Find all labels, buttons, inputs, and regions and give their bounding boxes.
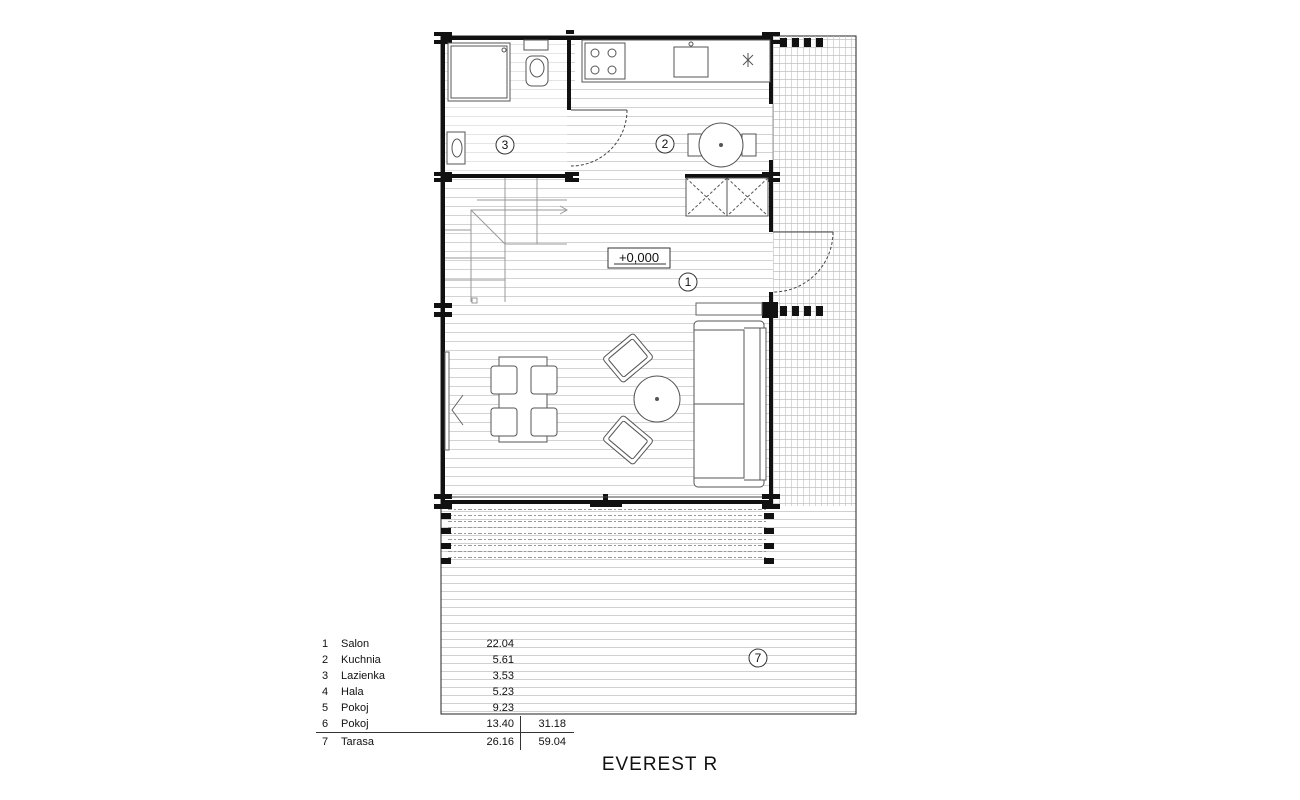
armchairs xyxy=(603,333,653,465)
toilet xyxy=(523,39,549,87)
kitchen-counter xyxy=(581,39,771,83)
kitchen-table xyxy=(687,122,757,168)
room-area: 5.61 xyxy=(492,654,514,666)
walls xyxy=(434,30,823,564)
shower-tray xyxy=(447,42,511,102)
staircase xyxy=(445,178,569,304)
room-number: 7 xyxy=(322,736,329,748)
table-separator-horizontal xyxy=(316,732,574,733)
room-number: 1 xyxy=(322,638,329,650)
room-subtotal: 59.04 xyxy=(538,736,566,748)
room-area: 5.23 xyxy=(492,686,514,698)
sofa xyxy=(693,320,767,488)
room-row: 2 Kuchnia 5.61 xyxy=(316,652,576,668)
wardrobe xyxy=(685,177,769,217)
room-row: 5 Pokoj 9.23 xyxy=(316,700,576,716)
room-number: 2 xyxy=(322,654,329,666)
room-number: 4 xyxy=(322,686,329,698)
room-area: 3.53 xyxy=(492,670,514,682)
room-name: Pokoj xyxy=(341,702,369,714)
room-name: Kuchnia xyxy=(341,654,381,666)
bathroom-sink xyxy=(446,131,466,165)
plan-title: EVEREST R xyxy=(601,754,719,775)
room-area: 26.16 xyxy=(486,736,514,748)
console-shelf xyxy=(695,302,763,316)
level-marker: +0,000 xyxy=(607,247,671,269)
room-area: 9.23 xyxy=(492,702,514,714)
room-marker-7: 7 xyxy=(755,651,762,665)
table-separator-vertical xyxy=(520,716,521,750)
room-number: 5 xyxy=(322,702,329,714)
room-row: 3 Lazienka 3.53 xyxy=(316,668,576,684)
entrance-steps xyxy=(447,506,767,562)
room-row: 4 Hala 5.23 xyxy=(316,684,576,700)
room-subtotal: 31.18 xyxy=(538,718,566,730)
room-area: 22.04 xyxy=(486,638,514,650)
room-marker-3: 3 xyxy=(502,138,509,152)
room-name: Salon xyxy=(341,638,370,650)
dining-table xyxy=(490,356,558,443)
room-marker-1: 1 xyxy=(685,275,692,289)
room-number: 6 xyxy=(322,718,329,730)
room-row: 6 Pokoj 13.40 31.18 xyxy=(316,716,576,732)
room-row: 7 Tarasa 26.16 59.04 xyxy=(316,734,576,750)
room-number: 3 xyxy=(322,670,329,682)
doors xyxy=(570,104,834,293)
room-name: Lazienka xyxy=(341,670,386,682)
room-area: 13.40 xyxy=(486,718,514,730)
coffee-table xyxy=(633,375,681,423)
room-name: Tarasa xyxy=(341,736,375,748)
room-name: Hala xyxy=(341,686,364,698)
room-name: Pokoj xyxy=(341,718,369,730)
room-row: 1 Salon 22.04 xyxy=(316,636,576,652)
room-marker-2: 2 xyxy=(662,137,669,151)
room-markers xyxy=(495,134,768,668)
level-marker-text: +0,000 xyxy=(619,250,659,265)
window-left xyxy=(444,351,464,451)
